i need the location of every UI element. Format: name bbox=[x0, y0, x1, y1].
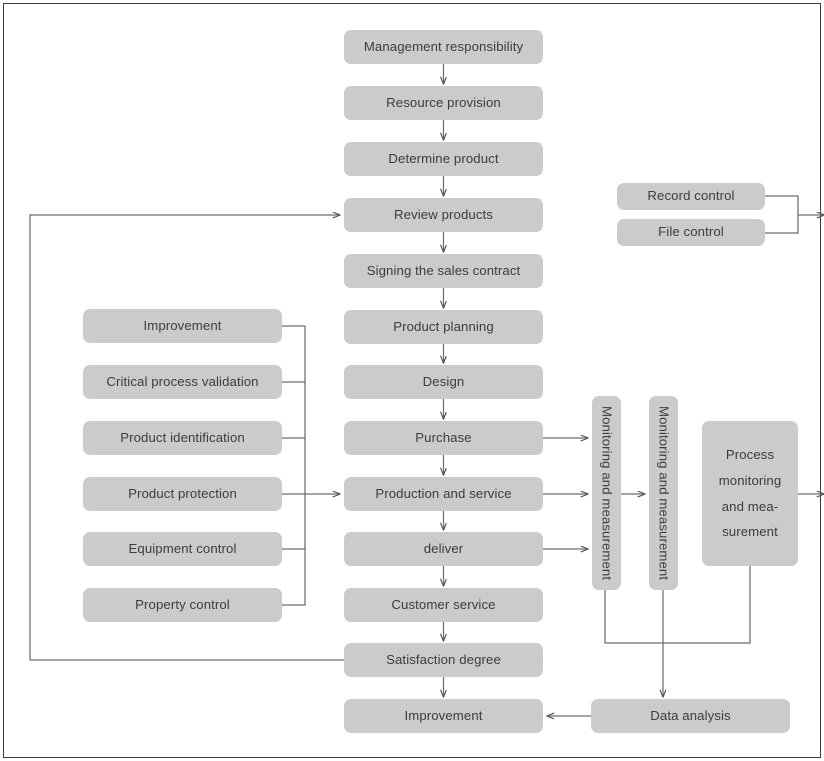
node-critical-process-validation[interactable]: Critical process validation bbox=[83, 365, 282, 399]
node-improvement-left[interactable]: Improvement bbox=[83, 309, 282, 343]
node-management-responsibility[interactable]: Management responsibility bbox=[344, 30, 543, 64]
node-design[interactable]: Design bbox=[344, 365, 543, 399]
node-property-control[interactable]: Property control bbox=[83, 588, 282, 622]
node-product-planning[interactable]: Product planning bbox=[344, 310, 543, 344]
node-monitoring-and-measurement-1[interactable]: Monitoring and measurement bbox=[592, 396, 621, 590]
node-product-protection[interactable]: Product protection bbox=[83, 477, 282, 511]
node-production-and-service[interactable]: Production and service bbox=[344, 477, 543, 511]
node-monitoring-and-measurement-2[interactable]: Monitoring and measurement bbox=[649, 396, 678, 590]
node-process-monitoring-and-measurement[interactable]: Process monitoring and mea- surement bbox=[702, 421, 798, 566]
node-customer-service[interactable]: Customer service bbox=[344, 588, 543, 622]
node-review-products[interactable]: Review products bbox=[344, 198, 543, 232]
node-purchase[interactable]: Purchase bbox=[344, 421, 543, 455]
node-determine-product[interactable]: Determine product bbox=[344, 142, 543, 176]
node-satisfaction-degree[interactable]: Satisfaction degree bbox=[344, 643, 543, 677]
node-resource-provision[interactable]: Resource provision bbox=[344, 86, 543, 120]
node-equipment-control[interactable]: Equipment control bbox=[83, 532, 282, 566]
node-file-control[interactable]: File control bbox=[617, 219, 765, 246]
node-signing-sales-contract[interactable]: Signing the sales contract bbox=[344, 254, 543, 288]
node-deliver[interactable]: deliver bbox=[344, 532, 543, 566]
node-data-analysis[interactable]: Data analysis bbox=[591, 699, 790, 733]
node-product-identification[interactable]: Product identification bbox=[83, 421, 282, 455]
node-improvement-bottom[interactable]: Improvement bbox=[344, 699, 543, 733]
node-record-control[interactable]: Record control bbox=[617, 183, 765, 210]
